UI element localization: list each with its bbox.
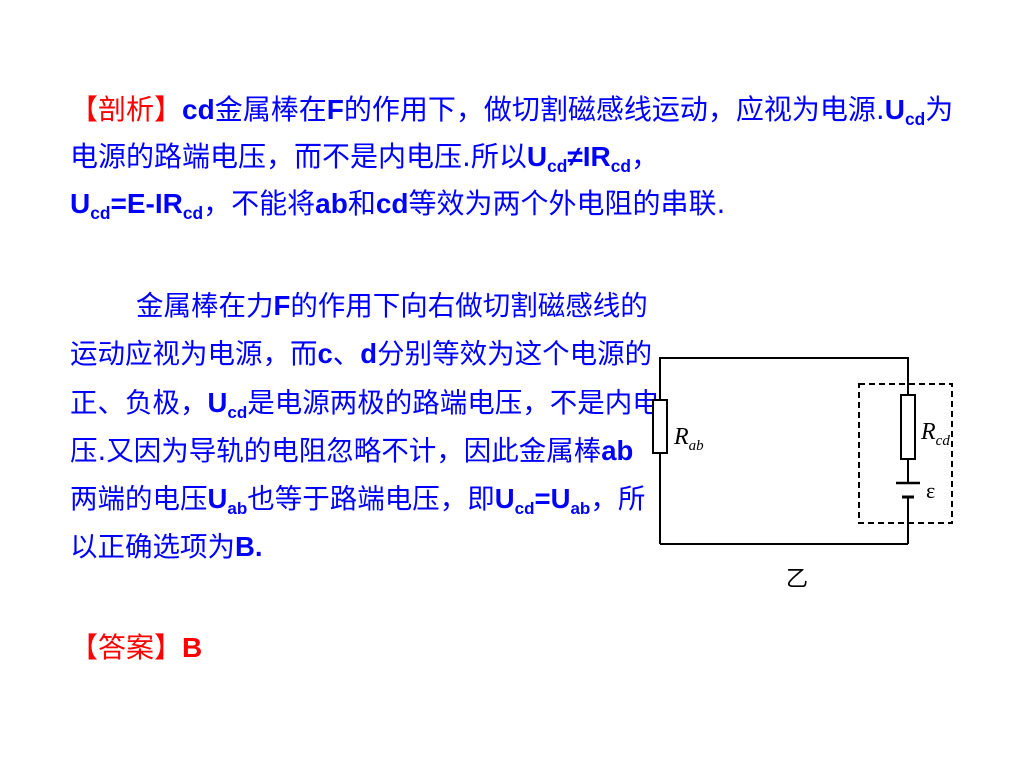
explanation-text: 两端的电压 xyxy=(70,483,208,516)
source-dashed-box xyxy=(858,383,953,524)
analysis-text: 为电源的路端电压，而不是内电压.所以 xyxy=(70,93,954,173)
analysis-text: 和 xyxy=(347,187,376,220)
circuit-caption: 乙 xyxy=(786,566,808,591)
explanation-text: 金属棒在力 xyxy=(136,290,274,322)
explanation-symbol: U xyxy=(207,483,228,515)
analysis-text: ， xyxy=(631,140,660,173)
analysis-text: ，不能将 xyxy=(203,187,316,220)
explanation-text: 分别等效为这个电源的正、负极， xyxy=(70,338,653,419)
analysis-symbol: U xyxy=(526,141,548,172)
analysis-label: 【剖析】 xyxy=(70,93,183,126)
explanation-symbol: =U xyxy=(534,483,571,515)
explanation-symbol: c xyxy=(317,338,333,370)
emf-label: ε xyxy=(926,478,935,503)
explanation-text: ，所以正确选项为 xyxy=(70,483,646,564)
explanation-text: 也等于路端电压，即 xyxy=(247,483,495,516)
explanation-symbol: d xyxy=(360,338,378,370)
analysis-symbol: ab xyxy=(315,188,348,219)
resistor-r-ab xyxy=(652,399,668,454)
analysis-subscript: cd xyxy=(904,109,926,130)
explanation-subscript: ab xyxy=(227,499,248,519)
explanation-subscript: ab xyxy=(570,499,591,519)
explanation-symbol: B. xyxy=(235,531,263,563)
analysis-subscript: cd xyxy=(610,156,632,177)
answer-label: 【答案】 xyxy=(70,631,183,664)
analysis-text: 的作用下，做切割磁感线运动，应视 xyxy=(343,93,792,126)
explanation-text: 的作用下向右做切割磁感线的运动应视为电源，而 xyxy=(70,290,648,371)
answer-value: B xyxy=(182,632,203,663)
analysis-symbol: =E-IR xyxy=(110,188,183,219)
analysis-subscript: cd xyxy=(182,203,204,224)
explanation-symbol: U xyxy=(207,386,228,418)
answer-line: 【答案】B xyxy=(70,628,202,668)
analysis-symbol: U xyxy=(884,94,905,125)
explanation-subscript: cd xyxy=(514,499,535,519)
explanation-symbol: F xyxy=(273,290,291,321)
circuit-wire xyxy=(659,357,909,400)
circuit-diagram: Rab Rcd ε 乙 xyxy=(652,357,953,591)
r-ab-label: Rab xyxy=(673,424,704,454)
analysis-text: 等效为两个外电阻的串联. xyxy=(408,187,726,220)
analysis-text: 金属棒在 xyxy=(214,93,327,126)
analysis-text: cd xyxy=(182,94,215,125)
explanation-text: 是电源两极的路端电压，不是内电压.又因为导轨的电阻忽略不计，因此金属棒 xyxy=(70,386,660,467)
analysis-symbol: cd xyxy=(375,188,409,219)
explanation-symbol: U xyxy=(494,483,515,515)
analysis-text: 为电源. xyxy=(791,93,885,126)
r-cd-label: Rcd xyxy=(920,419,950,449)
explanation-symbol: ab xyxy=(601,434,634,466)
analysis-text: F xyxy=(326,94,344,125)
analysis-paragraph: 【剖析】cd金属棒在F的作用下，做切割磁感线运动，应视为电源.Ucd为电源的路端… xyxy=(70,86,970,227)
explanation-text: 、 xyxy=(332,338,361,371)
explanation-paragraph: 金属棒在力F的作用下向右做切割磁感线的运动应视为电源，而c、d分别等效为这个电源… xyxy=(70,282,660,572)
analysis-subscript: cd xyxy=(90,203,111,224)
explanation-subscript: cd xyxy=(227,402,248,422)
analysis-subscript: cd xyxy=(547,156,568,177)
analysis-symbol: ≠IR xyxy=(567,141,611,172)
resistor-r-cd xyxy=(900,394,916,460)
analysis-symbol: U xyxy=(70,188,91,219)
